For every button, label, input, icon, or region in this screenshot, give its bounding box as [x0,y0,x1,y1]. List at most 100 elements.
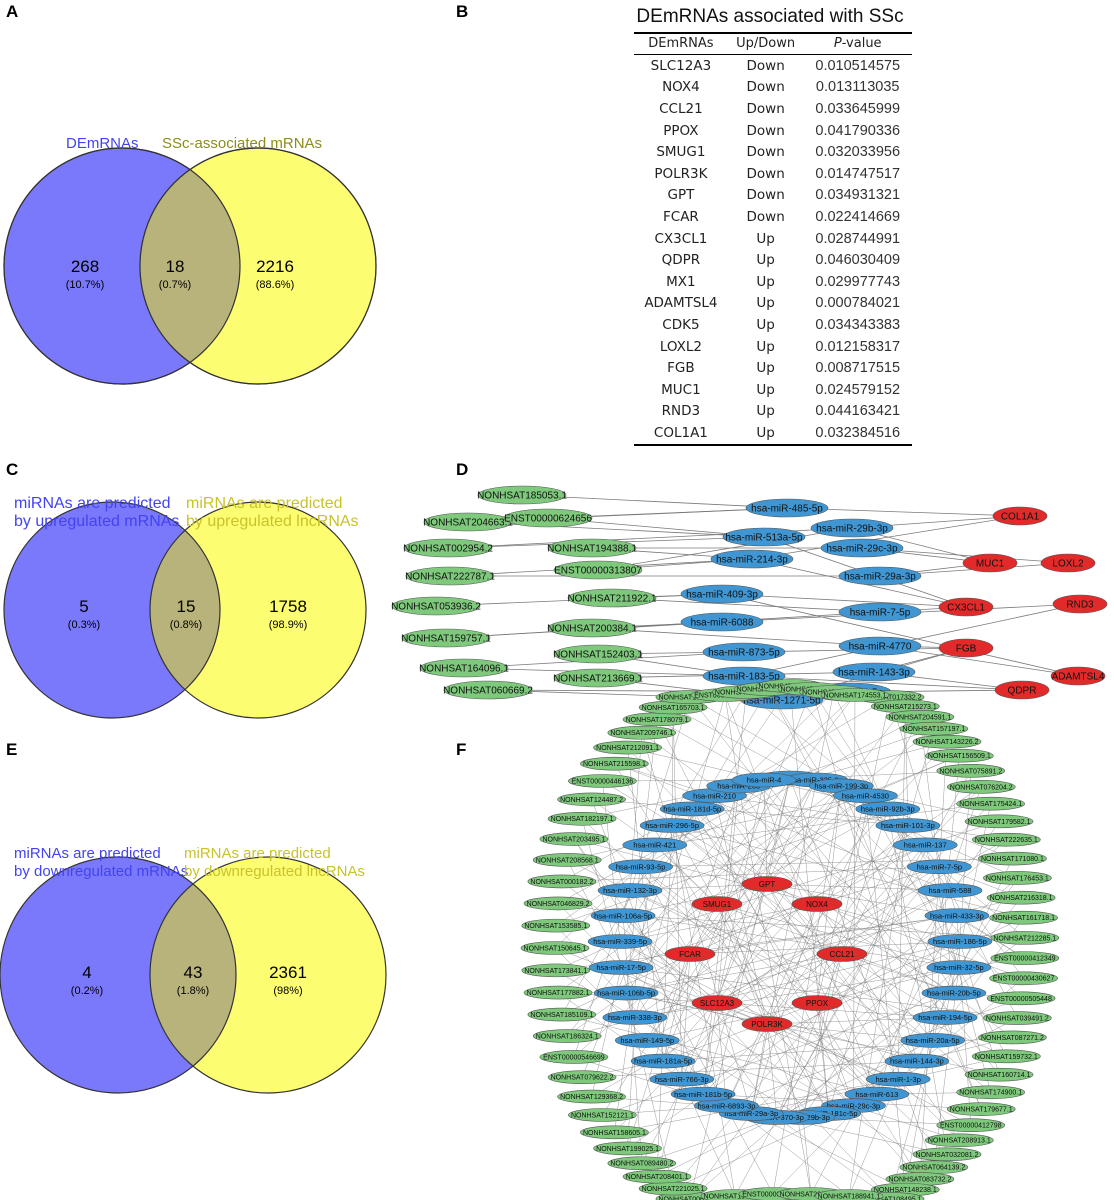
table-cell-pvalue: 0.012158317 [815,338,901,355]
lncrna-node-label: NONHSAT079622.2 [551,1075,614,1082]
lncrna-node-label: NONHSAT152403.1 [553,650,643,661]
network-f-edge [853,694,856,1106]
lncrna-node-shape [964,814,1034,829]
mrna-node-shape [1052,594,1108,614]
mirna-node-label: hsa-miR-143-3p [838,668,910,679]
mirna-node-label: hsa-miR-29c-3p [826,544,898,555]
lncrna-node: NONHSAT182197.1 [547,811,617,826]
mirna-node-shape [615,1033,680,1048]
network-f-edge [816,941,960,1004]
network-f-edge [716,903,804,1118]
lncrna-node-shape [814,1189,884,1200]
network-d-edge [721,593,1079,677]
table-cell-direction: Up [727,422,804,446]
lncrna-node: NONHSAT215598.1 [580,756,649,771]
table-cell-direction: Down [746,144,785,161]
lncrna-node-label: NONHSAT182197.1 [551,816,614,823]
mirna-node-shape [597,883,663,898]
table-cell-gene: CDK5 [662,316,700,333]
lncrna-node-shape [936,764,1006,778]
mirna-node: hsa-miR-873-5p [702,642,786,662]
table-cell-direction: Up [756,316,775,333]
network-f-edges [554,685,1026,1200]
network-f-edge [816,795,866,1004]
lncrna-node-label: NONHSAT164096.1 [419,664,509,675]
mirna-node-label: hsa-miR-106b-5p [597,989,655,998]
lncrna-node: NONHSAT177882.1 [523,985,593,1000]
p-letter: P [833,36,842,51]
network-f-edge [647,706,906,1041]
lncrna-node-shape [622,1169,692,1184]
lncrna-node-shape [607,725,677,740]
network-f-edge [716,779,765,1004]
lncrna-node-shape [580,756,649,771]
network-f-edge [802,953,843,1118]
mirna-node-shape [820,538,904,558]
lncrna-node: NONHSAT176453.1 [983,871,1052,885]
mirna-node: hsa-miR-137 [892,837,958,853]
lncrna-node-label: NONHSAT006300.2 [658,1196,721,1200]
mirna-node-label: hsa-miR-29a-3p [844,572,916,583]
network-f-edge [602,992,955,1116]
mirna-node: hsa-miR-409-3p [680,584,764,604]
lncrna-node-shape [912,734,982,749]
lncrna-node: ENST00000412349 [990,951,1060,965]
mirna-node-label: hsa-miR-4530 [842,791,889,800]
network-f-edge [841,953,955,994]
lncrna-node: NONHSAT208913.1 [925,1133,994,1148]
lncrna-node-label: NONHSAT176453.1 [986,875,1049,882]
lncrna-node-shape [553,644,643,664]
network-f-edge [738,785,1025,959]
mrna-node-label: RND3 [1066,600,1094,611]
table-cell-pvalue: 0.022414669 [815,208,901,225]
lncrna-node-label: NONHSAT216318.1 [990,895,1053,902]
venn-c-left-label-1: miRNAs are predicted [14,495,171,512]
mirna-node: hsa-miR-485-5p [745,498,829,518]
network-f-edge [625,694,856,994]
mirna-node-shape [593,985,659,1001]
network-d-nodes: NONHSAT185053.1NONHSAT204663.1ENST000006… [391,485,1108,710]
lncrna-node-shape [557,1089,626,1104]
lncrna-node-label: ENST00000451789 [742,1191,804,1198]
network-f-edge [716,866,940,1004]
lncrna-node: NONHSAT032081.2 [912,1147,982,1162]
mirna-node-label: hsa-miR-588 [929,886,972,895]
mirna-node: hsa-miR-296-5p [639,818,705,833]
lncrna-node: NONHSAT002954.2 [403,538,493,558]
table-cell-pvalue: 0.014747517 [815,165,901,182]
lncrna-node-label: NONHSAT165703.1 [642,705,705,712]
mirna-node: hsa-miR-92b-3p [855,801,921,817]
network-d-edge [597,527,853,571]
lncrna-node-label: NONHSAT212285.1 [993,935,1056,942]
mirna-node-shape [912,1010,978,1025]
venn-e-left-count: 4 [82,963,91,982]
mirna-node: hsa-miR-194-5p [912,1010,978,1025]
lncrna-node-label: NONHSAT199025.1 [596,1146,659,1153]
lncrna-node-label: NONHSAT032081.2 [916,1152,979,1159]
lncrna-node: ENST00000546699 [539,1050,609,1064]
venn-a-overlap [140,148,240,384]
lncrna-node-label: NONHSAT143226.2 [916,739,979,746]
mrna-node-label: COL1A1 [1001,512,1040,523]
mirna-node-shape [702,642,786,662]
mirna-node-label: hsa-miR-29a-3p [724,1109,778,1118]
venn-diagram-c: miRNAs are predicted by upregulated mRNA… [3,495,367,719]
lncrna-node-label: NONHSAT185109.1 [530,1012,593,1019]
mirna-node-shape [622,837,688,853]
lncrna-node-shape [567,588,657,608]
table-cell-gene: CX3CL1 [654,230,708,247]
network-f-edge [567,795,866,861]
mrna-node: QDPR [994,680,1050,700]
network-f-edge [889,697,958,916]
lncrna-node-shape [521,918,591,933]
table-cell-gene: ADAMTSL4 [644,295,718,312]
mirna-node-label: hsa-miR-144-3p [890,1057,944,1066]
lncrna-node-shape [986,991,1056,1006]
lncrna-node: NONHSAT089480.2 [607,1156,677,1171]
lncrna-node-label: NONHSAT177882.1 [527,990,590,997]
